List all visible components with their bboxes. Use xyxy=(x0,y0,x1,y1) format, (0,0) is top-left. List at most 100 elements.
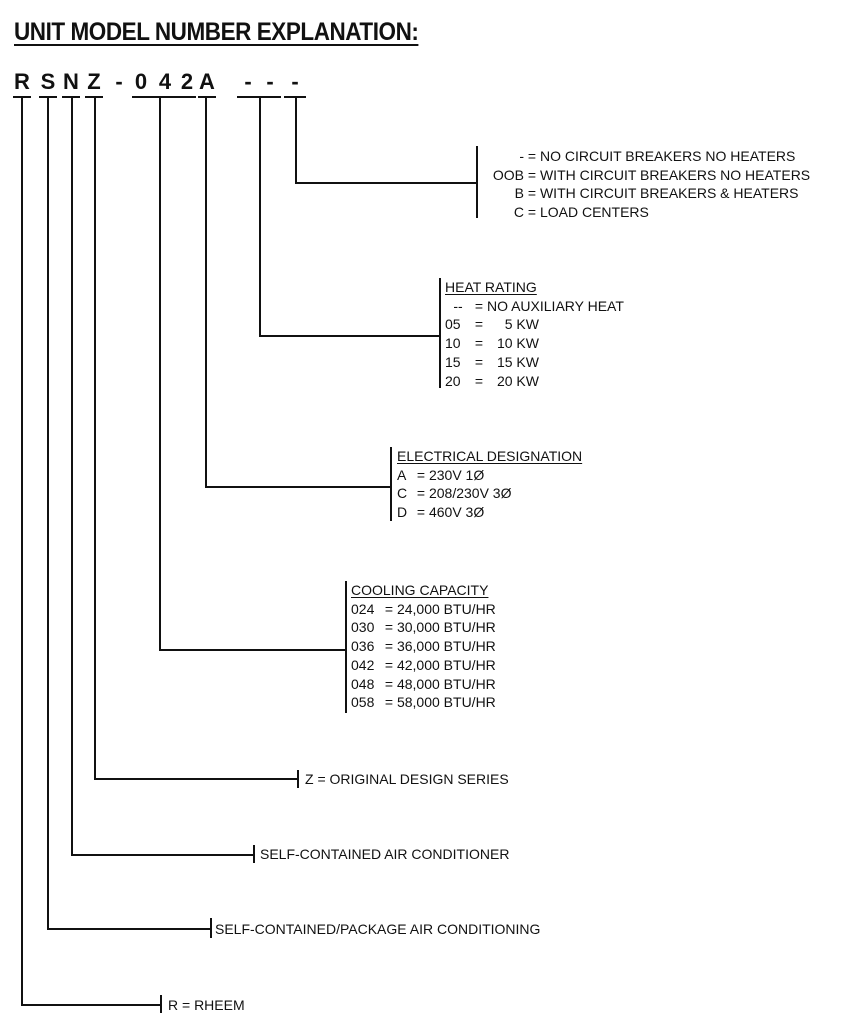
option-code: -- xyxy=(453,297,463,314)
option-equals: = xyxy=(527,185,540,202)
electrical-option: C = 208/230V 3Ø xyxy=(397,484,582,503)
bracket-breakers xyxy=(476,146,478,218)
option-equals: = xyxy=(474,316,487,333)
connector-arm-brand xyxy=(21,1004,160,1006)
option-code: 10 xyxy=(445,335,461,352)
option-desc: 58,000 BTU/HR xyxy=(396,694,496,711)
option-equals: = xyxy=(474,335,487,352)
connector-arm-self xyxy=(71,854,254,856)
option-code: 15 xyxy=(445,353,461,370)
cooling-option: 024 = 24,000 BTU/HR xyxy=(351,600,496,619)
connector-line-brand xyxy=(21,96,23,1006)
option-desc: 24,000 BTU/HR xyxy=(396,600,496,617)
option-desc: 460V 3Ø xyxy=(428,504,485,521)
bracket-heat xyxy=(439,278,441,388)
option-code: 048 xyxy=(351,675,375,692)
option-desc: NO AUXILIARY HEAT xyxy=(486,297,624,314)
cooling-group: COOLING CAPACITY 024 = 24,000 BTU/HR 030… xyxy=(351,581,496,712)
breakers-option: B = WITH CIRCUIT BREAKERS & HEATERS xyxy=(490,184,810,203)
package-label: SELF-CONTAINED/PACKAGE AIR CONDITIONING xyxy=(215,921,541,937)
connector-line-package xyxy=(47,96,49,930)
connector-line-cooling xyxy=(159,96,161,651)
option-equals: = xyxy=(384,694,397,711)
option-desc: 36,000 BTU/HR xyxy=(396,638,496,655)
code-underbar xyxy=(198,96,216,98)
breakers-options: - = NO CIRCUIT BREAKERS NO HEATERS OOB =… xyxy=(490,147,810,222)
heat-rating-option: 15 = 15 KW xyxy=(445,353,624,372)
bracket-electrical xyxy=(390,447,392,521)
code-char-z: Z xyxy=(87,69,101,94)
connector-line-breakers xyxy=(295,96,297,184)
option-desc: 42,000 BTU/HR xyxy=(396,656,496,673)
option-desc: WITH CIRCUIT BREAKERS NO HEATERS xyxy=(539,166,811,183)
option-equals: = xyxy=(527,148,540,164)
option-equals: = xyxy=(384,600,397,617)
code-char-4: 4 xyxy=(158,69,172,94)
connector-arm-breakers xyxy=(295,182,477,184)
option-equals: = xyxy=(384,656,397,673)
heat-rating-option: 20 = 20 KW xyxy=(445,372,624,391)
option-desc: LOAD CENTERS xyxy=(539,204,649,221)
code-char-dash-2: - xyxy=(266,69,274,94)
option-desc: 10 KW xyxy=(496,335,539,352)
heat-rating-option: 10 = 10 KW xyxy=(445,334,624,353)
option-code: 042 xyxy=(351,656,375,673)
option-equals: = xyxy=(527,166,540,183)
option-desc: 230V 1Ø xyxy=(428,466,485,483)
option-desc: 208/230V 3Ø xyxy=(428,485,512,502)
bracket-cooling xyxy=(345,581,347,713)
code-char-a: A xyxy=(199,69,215,94)
code-char-dash-3: - xyxy=(291,69,299,94)
connector-arm-cooling xyxy=(159,649,346,651)
option-desc: 48,000 BTU/HR xyxy=(396,675,496,692)
code-char-n: N xyxy=(63,69,79,94)
tick-brand xyxy=(160,995,162,1013)
option-equals: = xyxy=(384,638,397,655)
electrical-title: ELECTRICAL DESIGNATION xyxy=(397,448,583,464)
option-code: 058 xyxy=(351,694,375,711)
heat-rating-option: 05 = 5 KW xyxy=(445,315,624,334)
option-desc: 20 KW xyxy=(496,372,539,389)
code-underbar xyxy=(237,96,259,98)
option-code: 024 xyxy=(351,600,375,617)
code-char-0: 0 xyxy=(134,69,148,94)
heat-rating-title: HEAT RATING xyxy=(445,279,537,295)
breakers-option: C = LOAD CENTERS xyxy=(490,203,810,222)
connector-arm-package xyxy=(47,928,211,930)
option-equals: = xyxy=(384,619,397,636)
option-code: D xyxy=(397,504,408,521)
option-desc: 30,000 BTU/HR xyxy=(396,619,496,636)
option-desc: NO CIRCUIT BREAKERS NO HEATERS xyxy=(539,148,796,164)
code-underbar xyxy=(259,96,281,98)
option-code: A xyxy=(397,466,407,483)
cooling-option: 058 = 58,000 BTU/HR xyxy=(351,693,496,712)
connector-line-heat xyxy=(259,96,261,337)
page-title: UNIT MODEL NUMBER EXPLANATION: xyxy=(14,18,419,46)
code-char-2: 2 xyxy=(180,69,194,94)
option-equals: = xyxy=(384,675,397,692)
code-underbar xyxy=(132,96,196,98)
electrical-option: D = 460V 3Ø xyxy=(397,503,582,522)
option-equals: = xyxy=(416,485,429,502)
option-code: C xyxy=(397,485,408,502)
option-code: - xyxy=(519,148,524,164)
option-desc: 15 KW xyxy=(496,353,539,370)
self-contained-label: SELF-CONTAINED AIR CONDITIONER xyxy=(260,846,510,862)
tick-series xyxy=(297,770,299,788)
electrical-group: ELECTRICAL DESIGNATION A = 230V 1Ø C = 2… xyxy=(397,447,582,522)
option-code: B xyxy=(514,185,524,202)
option-equals: = xyxy=(474,353,487,370)
code-char-dash: - xyxy=(115,69,123,94)
option-equals: = xyxy=(474,372,487,389)
cooling-option: 042 = 42,000 BTU/HR xyxy=(351,656,496,675)
heat-rating-option: -- = NO AUXILIARY HEAT xyxy=(445,297,624,316)
option-code: 05 xyxy=(445,316,461,333)
code-char-dash-1: - xyxy=(244,69,252,94)
option-equals: = xyxy=(527,204,540,221)
code-char-s: S xyxy=(40,69,56,94)
option-equals: = xyxy=(416,504,429,521)
electrical-option: A = 230V 1Ø xyxy=(397,466,582,485)
option-desc: 5 KW xyxy=(504,316,539,333)
cooling-title: COOLING CAPACITY xyxy=(351,582,489,598)
option-code: 20 xyxy=(445,372,461,389)
